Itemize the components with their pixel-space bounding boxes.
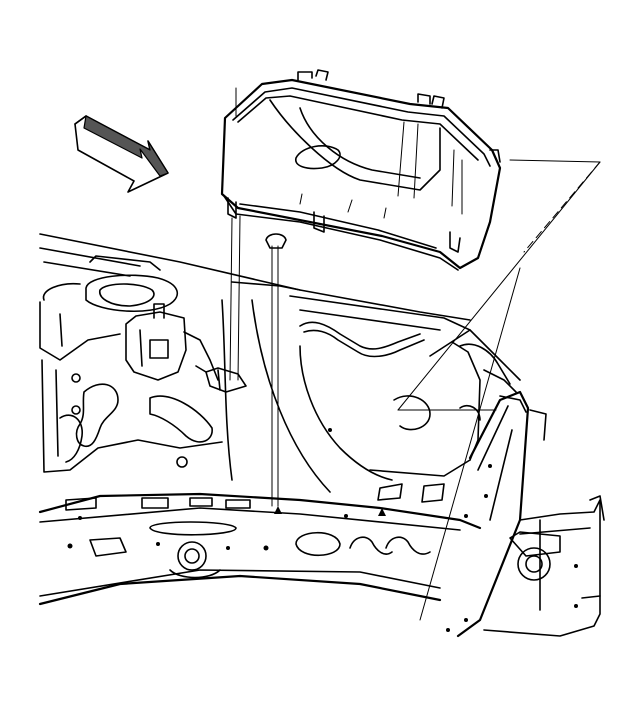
right-fender-apron — [456, 390, 605, 638]
radiator-support — [38, 428, 482, 632]
view-direction-arrow-icon — [74, 115, 169, 193]
leader-lines — [229, 87, 601, 621]
engine-compartment — [39, 233, 527, 493]
air-cleaner-housing-icon — [220, 69, 502, 271]
